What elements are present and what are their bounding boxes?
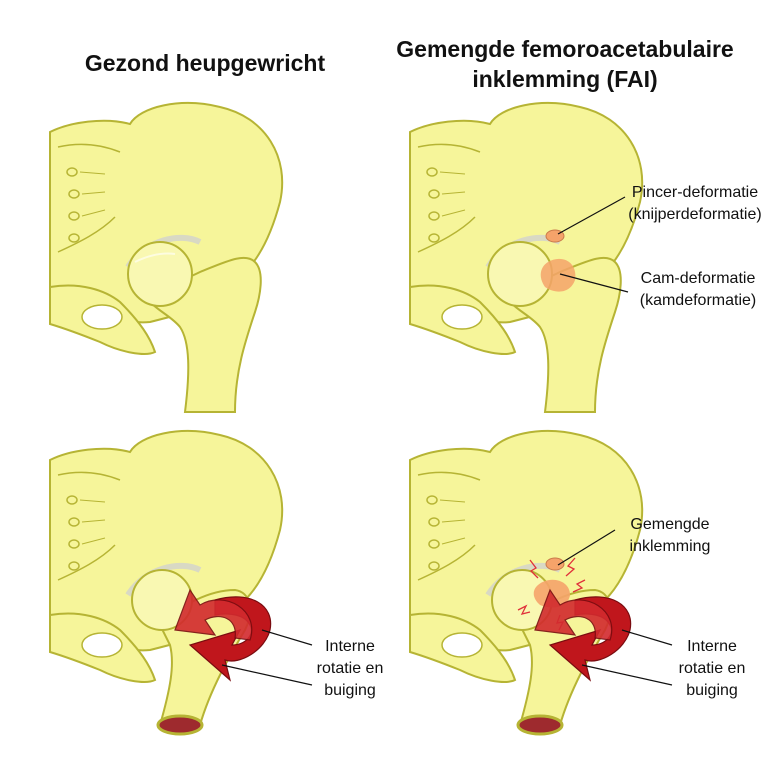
label-cam-line1: Cam-deformatie xyxy=(640,270,756,287)
label-rotation-line1: Interne xyxy=(687,638,737,655)
acetabular-cartilage xyxy=(125,562,202,597)
femur-cut-section xyxy=(516,714,564,736)
label-pincer: Pincer-deformatie (knijperdeformatie) xyxy=(610,182,780,226)
cam-leader-line xyxy=(559,273,629,293)
title-fai: Gemengde femoroacetabulaire inklemming (… xyxy=(365,34,765,94)
femur-cut-section xyxy=(156,714,204,736)
rotation-arrow xyxy=(534,588,632,682)
cam-deformity xyxy=(540,258,576,292)
pincer-leader-line xyxy=(557,196,626,235)
title-healthy-hip: Gezond heupgewricht xyxy=(40,48,370,78)
label-mixed-line2: inklemming xyxy=(629,538,711,555)
label-rotation-healthy: Interne rotatie en buiging xyxy=(300,636,400,702)
title-healthy-text: Gezond heupgewricht xyxy=(84,50,326,76)
rotation-leader-bottom xyxy=(581,664,673,686)
label-rotation-line1: Interne xyxy=(325,638,375,655)
panel-healthy-neutral xyxy=(49,102,284,413)
label-mixed-impingement: Gemengde inklemming xyxy=(610,514,730,558)
rotation-leader-top xyxy=(621,629,673,646)
mixed-leader-line xyxy=(557,529,616,566)
label-rotation-line2: rotatie en xyxy=(678,660,746,677)
label-cam-line2: (kamdeformatie) xyxy=(639,292,757,309)
rotation-leader-bottom xyxy=(221,664,313,686)
rotation-arrow xyxy=(174,588,272,682)
label-rotation-line3: buiging xyxy=(686,682,738,699)
label-cam: Cam-deformatie (kamdeformatie) xyxy=(618,268,778,312)
femoral-head xyxy=(127,241,193,307)
label-rotation-line2: rotatie en xyxy=(316,660,384,677)
label-mixed-line1: Gemengde xyxy=(630,516,710,533)
label-pincer-line2: (knijperdeformatie) xyxy=(628,206,762,223)
panel-fai-rotated xyxy=(409,430,673,736)
rotation-leader-top xyxy=(261,629,313,646)
panel-fai-neutral xyxy=(409,102,644,413)
label-rotation-fai: Interne rotatie en buiging xyxy=(662,636,762,702)
label-pincer-line1: Pincer-deformatie xyxy=(631,184,759,201)
panel-healthy-rotated xyxy=(49,430,313,736)
title-fai-line2: inklemming (FAI) xyxy=(472,66,658,92)
pincer-deformity xyxy=(545,557,565,571)
title-fai-line1: Gemengde femoroacetabulaire xyxy=(396,36,734,62)
label-rotation-line3: buiging xyxy=(324,682,376,699)
